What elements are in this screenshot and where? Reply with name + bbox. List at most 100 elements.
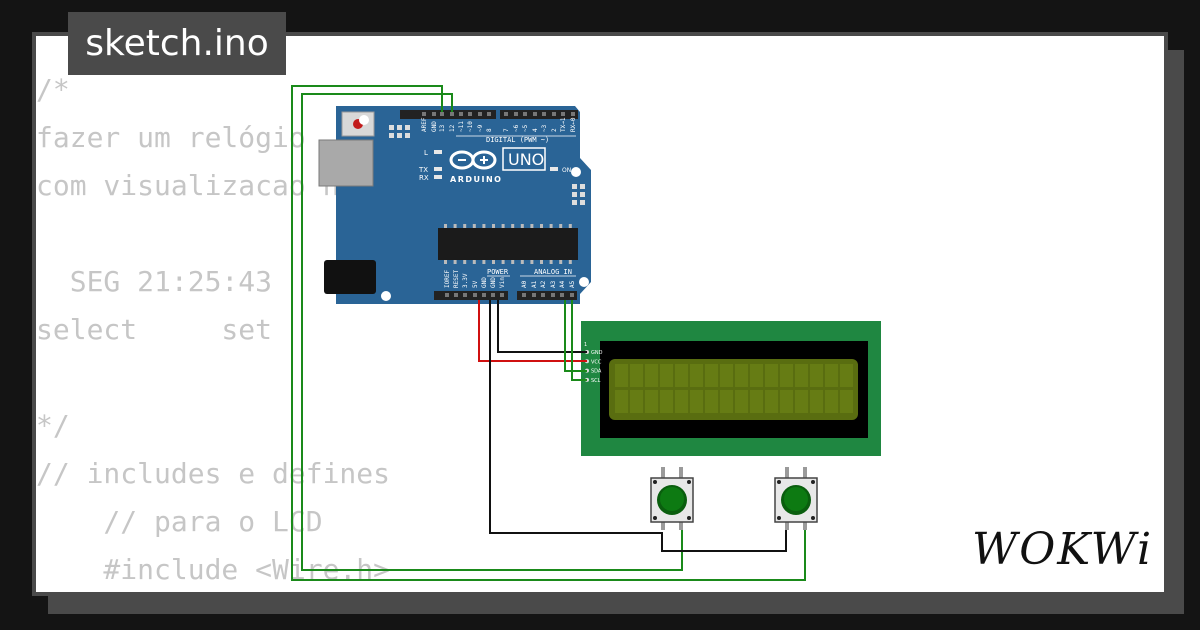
analog-pin-label: A1 [531, 280, 538, 288]
code-line: fazer um relógio [36, 121, 306, 154]
digital-pin-label: ~6 [513, 124, 520, 132]
digital-pin[interactable] [468, 112, 472, 116]
analog-pin[interactable] [551, 293, 555, 297]
code-line: SEG 21:25:43 [36, 265, 273, 298]
digital-pin[interactable] [514, 112, 518, 116]
analog-pin[interactable] [532, 293, 536, 297]
l-led [434, 150, 442, 154]
wokwi-logo: WOKWi [972, 524, 1154, 575]
wire-lcd-scl [571, 300, 587, 381]
digital-pin-label: 2 [551, 128, 558, 132]
power-pin-label: Vin [499, 277, 506, 288]
digital-pin-label: 4 [532, 128, 539, 132]
power-pin-label: RESET [453, 270, 460, 288]
power-pin[interactable] [445, 293, 449, 297]
analog-pin-label: A4 [559, 280, 566, 288]
digital-pin[interactable] [542, 112, 546, 116]
wire-lcd-gnd [497, 300, 587, 353]
digital-pin[interactable] [450, 112, 454, 116]
analog-pin-label: A0 [521, 280, 528, 288]
analog-pin[interactable] [560, 293, 564, 297]
on-led [550, 167, 558, 171]
digital-pin-label: GND [431, 121, 438, 132]
code-line: select set [36, 313, 273, 346]
pushbutton-select[interactable] [650, 467, 694, 530]
digital-pin[interactable] [478, 112, 482, 116]
atmega-chip [438, 228, 578, 260]
lcd-pin-label: VCC [591, 359, 602, 365]
lcd-pin-one-label: 1 [584, 342, 587, 348]
power-pin-label: GND [481, 277, 488, 288]
lcd-pin-label: SCL [591, 378, 601, 384]
lcd-pin-label: SDA [591, 369, 602, 375]
brand-label: ARDUINO [450, 175, 502, 184]
digital-header-right [500, 110, 578, 119]
arduino-logo [449, 150, 497, 170]
analog-label: ANALOG IN [534, 268, 572, 276]
tx-led [434, 167, 442, 171]
digital-pin-label: ~5 [522, 124, 529, 132]
power-label: POWER [487, 268, 509, 276]
pushbutton-set[interactable] [774, 467, 818, 530]
digital-pin[interactable] [523, 112, 527, 116]
power-pin-label: 3.3V [462, 273, 469, 288]
digital-pin[interactable] [571, 112, 575, 116]
digital-pin[interactable] [561, 112, 565, 116]
digital-pin[interactable] [440, 112, 444, 116]
code-line: // para o LCD [36, 505, 323, 538]
analog-pin-label: A2 [540, 280, 547, 288]
wire-button-set [291, 85, 806, 581]
sketch-title: sketch.ino [68, 12, 286, 75]
digital-pin-label: 13 [439, 124, 446, 132]
power-header [434, 291, 508, 300]
digital-pin-label: 12 [449, 124, 456, 132]
digital-pin-label: ~10 [467, 121, 474, 132]
digital-pin[interactable] [432, 112, 436, 116]
digital-pin[interactable] [487, 112, 491, 116]
lcd-char-cells [615, 364, 853, 413]
digital-header-left [400, 110, 496, 119]
power-pin[interactable] [491, 293, 495, 297]
power-pin[interactable] [473, 293, 477, 297]
analog-pin[interactable] [570, 293, 574, 297]
wires [291, 85, 806, 581]
digital-pin-label: ~3 [541, 124, 548, 132]
code-background: /* fazer um relógio com visualizacao no … [36, 66, 559, 594]
digital-pin-label: 8 [486, 128, 493, 132]
wire-lcd-vcc [478, 300, 587, 362]
wire-lcd-sda [564, 300, 587, 372]
usb-port [318, 139, 374, 187]
digital-pin-label: AREF [421, 117, 428, 132]
chip-legs [444, 224, 572, 264]
power-pin[interactable] [500, 293, 504, 297]
tx-led-label: TX [418, 166, 428, 174]
icsp-header-right [572, 184, 585, 205]
power-pin-label: 5V [472, 280, 479, 288]
power-pin[interactable] [454, 293, 458, 297]
analog-pin-label: A5 [569, 280, 576, 288]
digital-pin[interactable] [552, 112, 556, 116]
digital-pin[interactable] [504, 112, 508, 116]
digital-pin[interactable] [533, 112, 537, 116]
power-pin-label: GND [490, 277, 497, 288]
power-pin[interactable] [463, 293, 467, 297]
code-line: */ [36, 409, 70, 442]
analog-pin-label: A3 [550, 280, 557, 288]
analog-pin[interactable] [522, 293, 526, 297]
preview-panel [32, 32, 1168, 596]
model-label: UNO [508, 150, 544, 169]
analog-pin[interactable] [541, 293, 545, 297]
on-led-label: ON [562, 167, 571, 174]
digital-pin[interactable] [422, 112, 426, 116]
digital-pin[interactable] [459, 112, 463, 116]
rx-led [434, 175, 442, 179]
icsp-header [389, 125, 410, 138]
digital-pin-label: RX←0 [570, 117, 577, 132]
power-pin[interactable] [482, 293, 486, 297]
l-led-label: L [424, 149, 428, 157]
digital-pin-label: ~11 [458, 121, 465, 132]
